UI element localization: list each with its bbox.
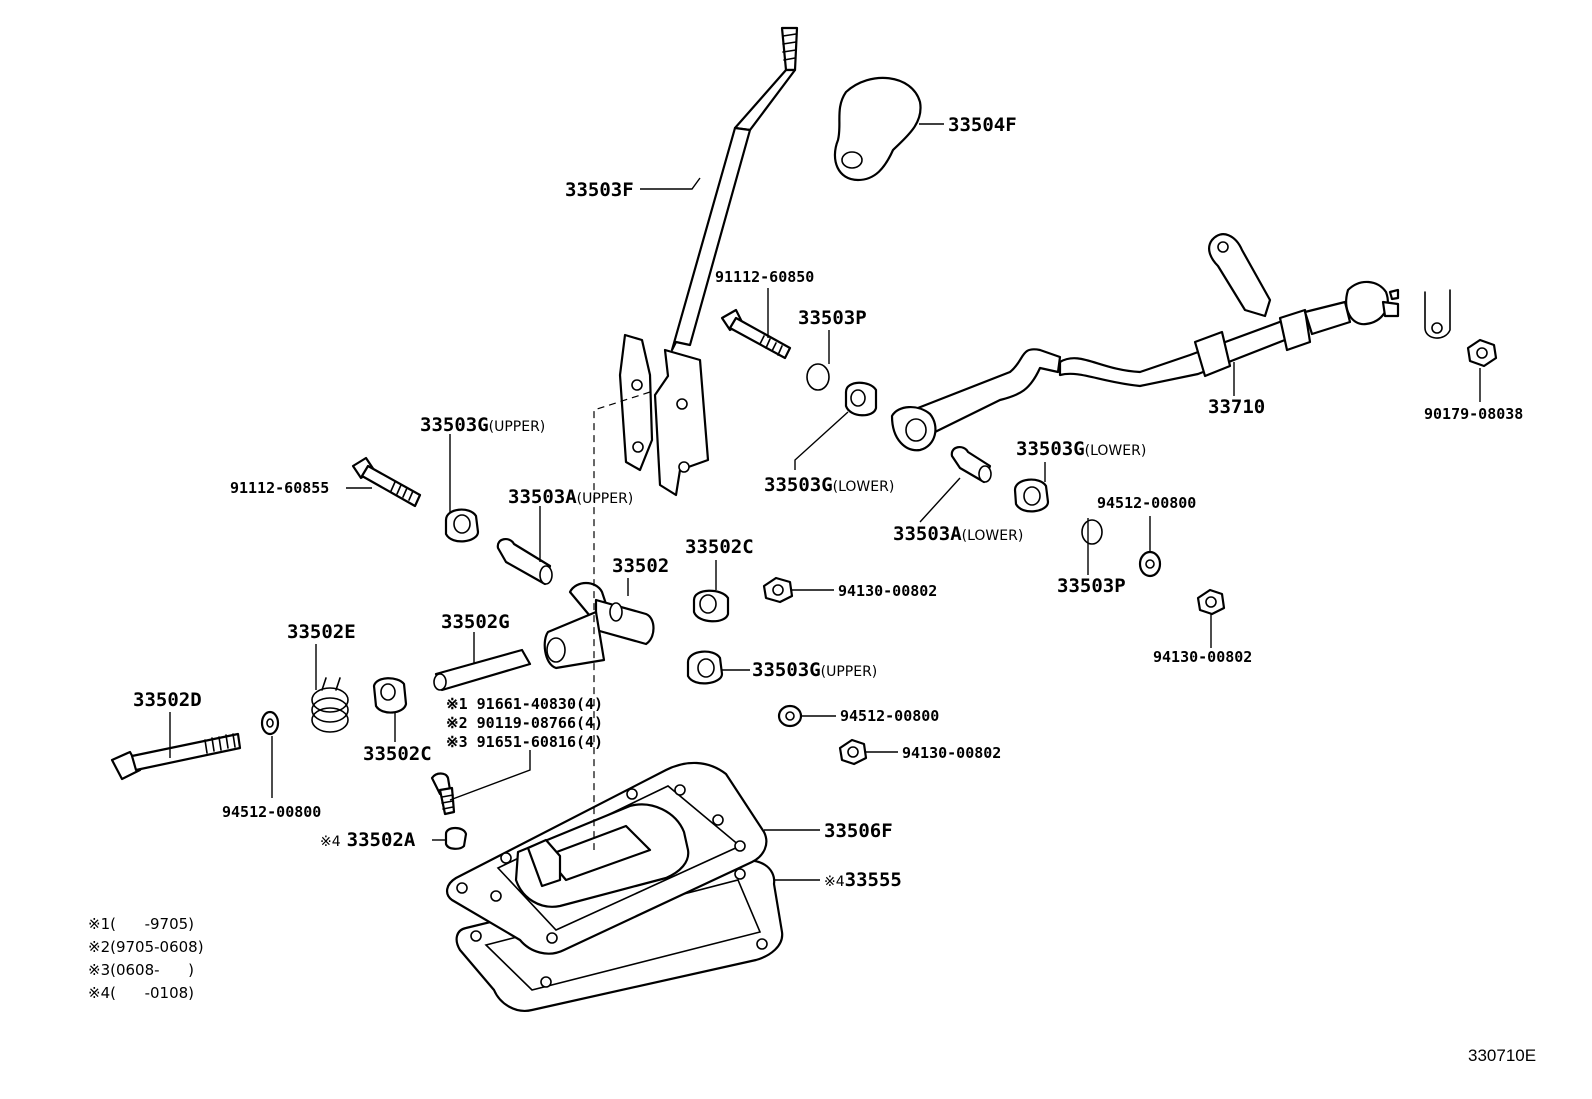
bush-lower-right-part: [1013, 478, 1050, 513]
bolt-91112-60855-part: [351, 456, 422, 508]
bush-upper-mid-part: [686, 650, 724, 685]
label-rod: 33710: [1208, 396, 1265, 418]
label-spring: 33502E: [287, 621, 356, 643]
washer-right-part: [1138, 550, 1162, 578]
collar-33502C-mid-part: [692, 589, 730, 623]
label-bolt-long: 33502D: [133, 689, 202, 711]
label-bolt-left: 91112-60855: [230, 479, 329, 497]
shift-rod-part: [890, 233, 1451, 452]
label-pin: 33502G: [441, 611, 510, 633]
retainer-33502-part: [543, 581, 655, 670]
washer-mid-part: [777, 704, 803, 728]
housing-33506F-part: [446, 761, 768, 955]
collar-33502C-left-part: [372, 677, 408, 714]
footnote-2: ※2(9705-0608): [88, 938, 204, 956]
label-bolt-top: 91112-60850: [715, 268, 814, 286]
footnote-4: ※4( -0108): [88, 984, 194, 1002]
label-collar-mid: 33502C: [685, 536, 754, 558]
bolt-small-part: [430, 772, 456, 816]
sleeve-upper-part: [496, 538, 553, 586]
bolt-33502D-part: [110, 732, 242, 781]
shift-lever-part: [618, 26, 799, 497]
label-knob: 33504F: [948, 114, 1017, 136]
figure-id: 330710E: [1468, 1046, 1536, 1065]
label-oring-right: 33503P: [1057, 575, 1126, 597]
footnote-1: ※1( -9705): [88, 915, 194, 933]
label-bolts-2: ※2 90119-08766(4): [446, 714, 603, 732]
oring-top-part: [806, 363, 830, 391]
footnote-3: ※3(0608- ): [88, 961, 194, 979]
label-bolts-3: ※3 91651-60816(4): [446, 733, 603, 751]
label-bush-lower-right: 33503G(LOWER): [1016, 438, 1146, 460]
label-sleeve-upper: 33503A(UPPER): [508, 486, 633, 508]
label-washer-right: 94512-00800: [1097, 494, 1196, 512]
label-washer-left: 94512-00800: [222, 803, 321, 821]
label-oring-top: 33503P: [798, 307, 867, 329]
bush-upper-left-part: [444, 508, 480, 543]
label-lever: 33503F: [565, 179, 634, 201]
label-bush-upper-mid: 33503G(UPPER): [752, 659, 877, 681]
oring-right-part: [1081, 519, 1103, 545]
spring-33502E-part: [311, 677, 349, 733]
label-nut-far-right: 90179-08038: [1424, 405, 1523, 423]
label-collar-left: 33502C: [363, 743, 432, 765]
nut-90179-part: [1466, 338, 1498, 368]
bolt-91112-60850-part: [720, 308, 792, 360]
label-washer-mid: 94512-00800: [840, 707, 939, 725]
shift-knob-part: [833, 76, 922, 182]
washer-left-part: [260, 710, 280, 736]
nut-right-part: [1196, 588, 1226, 616]
label-bolts-1: ※1 91661-40830(4): [446, 695, 603, 713]
nut-mid-part: [762, 576, 794, 604]
cap-33502A-part: [444, 826, 468, 850]
label-housing: 33506F: [824, 820, 893, 842]
sleeve-lower-part: [950, 446, 992, 484]
label-nut-mid: 94130-00802: [838, 582, 937, 600]
label-sleeve-lower: 33503A(LOWER): [893, 523, 1023, 545]
alignment-dashed-line: [593, 391, 651, 850]
label-nut-right: 94130-00802: [1153, 648, 1252, 666]
label-retainer: 33502: [612, 555, 669, 577]
pin-33502G-part: [433, 648, 532, 692]
label-bush-upper-left: 33503G(UPPER): [420, 414, 545, 436]
leader-lines: [169, 123, 1481, 881]
label-gasket: ※433555: [824, 869, 902, 891]
bush-lower-mid-part: [844, 381, 878, 417]
nut-lower-part: [838, 738, 868, 766]
label-bush-lower-mid: 33503G(LOWER): [764, 474, 894, 496]
label-nut-lower: 94130-00802: [902, 744, 1001, 762]
